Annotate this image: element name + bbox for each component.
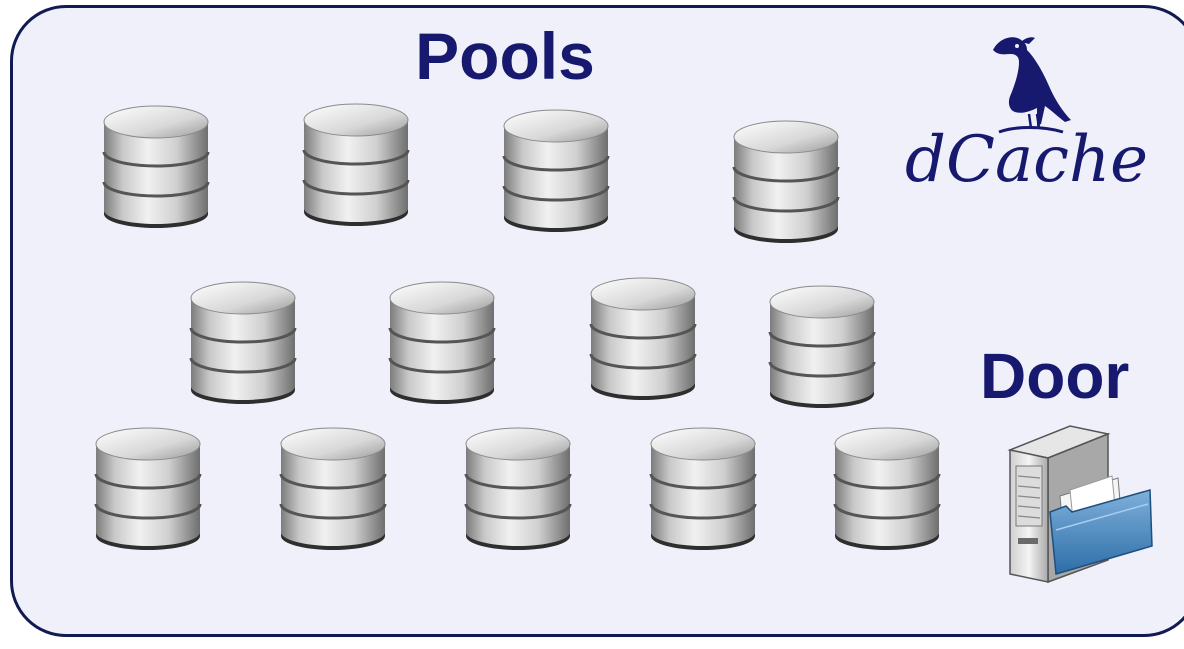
pool-database-icon bbox=[732, 120, 840, 243]
pool-database-icon bbox=[768, 285, 876, 408]
pool-database-icon bbox=[388, 281, 496, 404]
pool-database-icon bbox=[102, 105, 210, 228]
pool-database-icon bbox=[464, 427, 572, 550]
pools-title: Pools bbox=[415, 19, 595, 93]
dcache-logo-text: dCache bbox=[905, 123, 1149, 197]
pool-database-icon bbox=[189, 281, 297, 404]
door-title: Door bbox=[980, 340, 1130, 412]
pool-database-icon bbox=[833, 427, 941, 550]
pool-database-icon bbox=[302, 103, 410, 226]
pool-database-icon bbox=[94, 427, 202, 550]
pool-database-icon bbox=[502, 109, 610, 232]
pool-database-icon bbox=[589, 277, 697, 400]
pool-database-icon bbox=[649, 427, 757, 550]
bird-logo-icon bbox=[993, 37, 1071, 134]
pool-database-icon bbox=[279, 427, 387, 550]
server-folder-icon bbox=[1007, 425, 1153, 584]
dcache-logo: dCache bbox=[905, 20, 1184, 200]
